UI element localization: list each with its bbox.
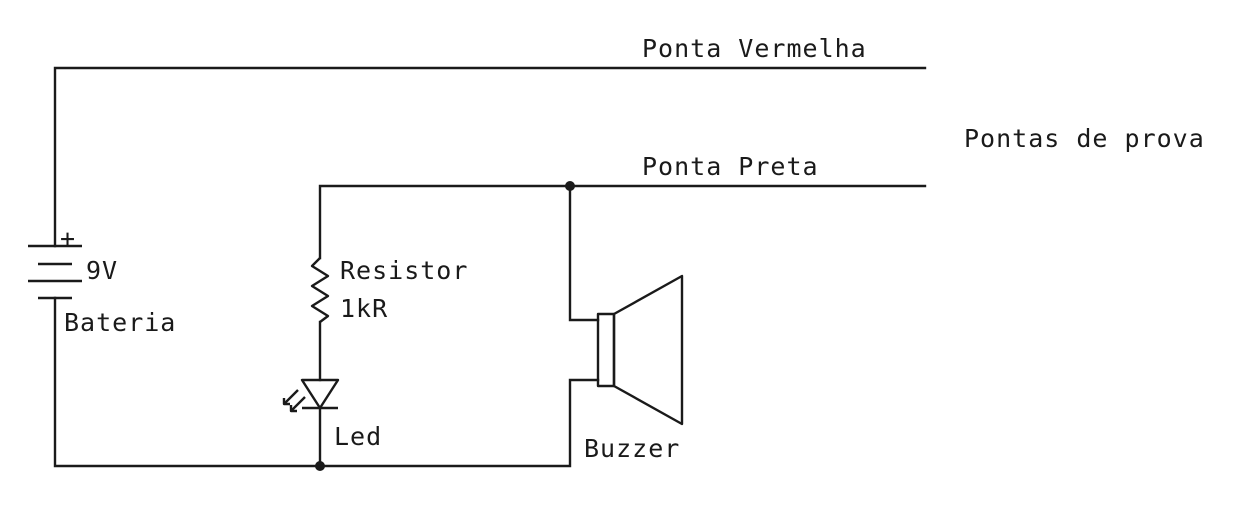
buzzer-upper-wire [568, 184, 600, 322]
red-probe-wire [53, 66, 927, 248]
probes-title: Pontas de prova [964, 124, 1205, 153]
resistor-value-label: 1kR [340, 294, 389, 323]
junction-node-top [565, 181, 575, 191]
led-symbol [282, 378, 340, 413]
battery-label: Bateria [64, 308, 177, 337]
battery-plus-sign: + [60, 224, 77, 253]
resistor-symbol [310, 257, 330, 323]
buzzer-symbol [596, 274, 684, 426]
junction-node-bottom [315, 461, 325, 471]
buzzer-label: Buzzer [584, 434, 681, 463]
black-probe-label: Ponta Preta [642, 152, 819, 181]
battery-symbol [28, 244, 82, 300]
battery-negative-wire [53, 296, 600, 468]
resistor-label: Resistor [340, 256, 469, 285]
led-label: Led [334, 422, 383, 451]
battery-voltage-label: 9V [86, 256, 119, 285]
red-probe-label: Ponta Vermelha [642, 34, 867, 63]
black-probe-wire [318, 184, 927, 260]
